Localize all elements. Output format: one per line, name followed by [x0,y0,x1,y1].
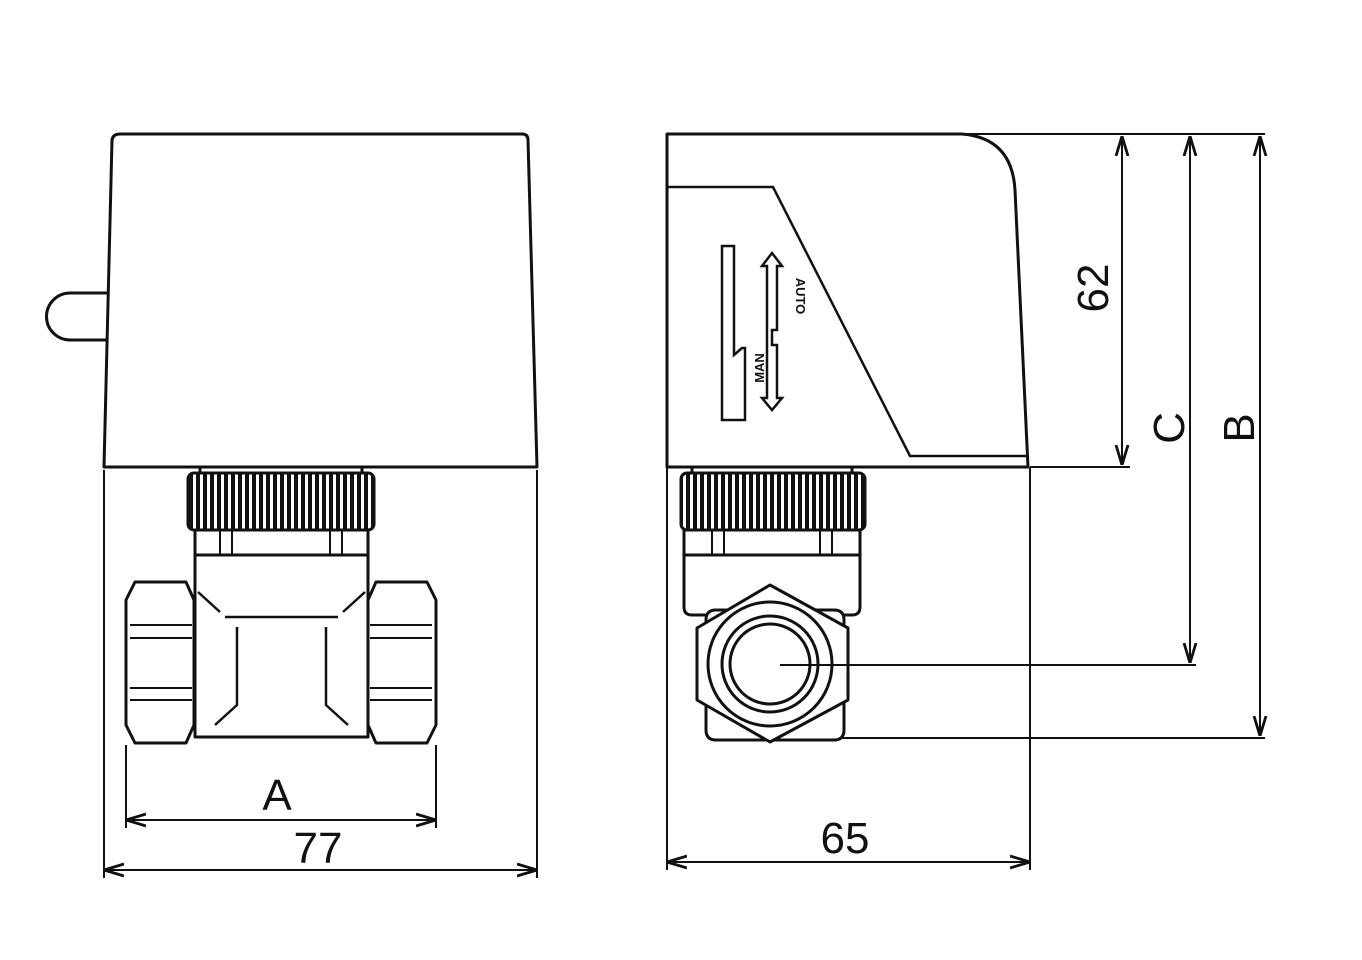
dimension-c-label: C [1145,412,1194,444]
knurled-ring-side [679,471,867,532]
dimension-65-label: 65 [821,814,870,863]
dimension-a-label: A [262,771,292,820]
knurled-ring [186,471,376,532]
manual-label: MAN [752,353,767,383]
manual-knob [45,291,110,342]
valve-body-front [193,553,370,739]
right-pipe-nut [366,580,438,745]
auto-label: AUTO [793,278,808,315]
dimension-b-label: B [1215,413,1264,442]
front-view: A 77 [45,132,539,878]
pipe-connection-hex [695,583,850,744]
ring-band [193,528,370,557]
man-auto-switch-icon: AUTO MAN [720,244,808,422]
left-pipe-nut [124,580,196,745]
dimension-62-label: 62 [1069,264,1118,313]
dimension-width-label: 77 [294,824,343,873]
actuator-housing-front [102,132,539,469]
side-view: AUTO MAN 62 C B 65 [665,132,1265,870]
